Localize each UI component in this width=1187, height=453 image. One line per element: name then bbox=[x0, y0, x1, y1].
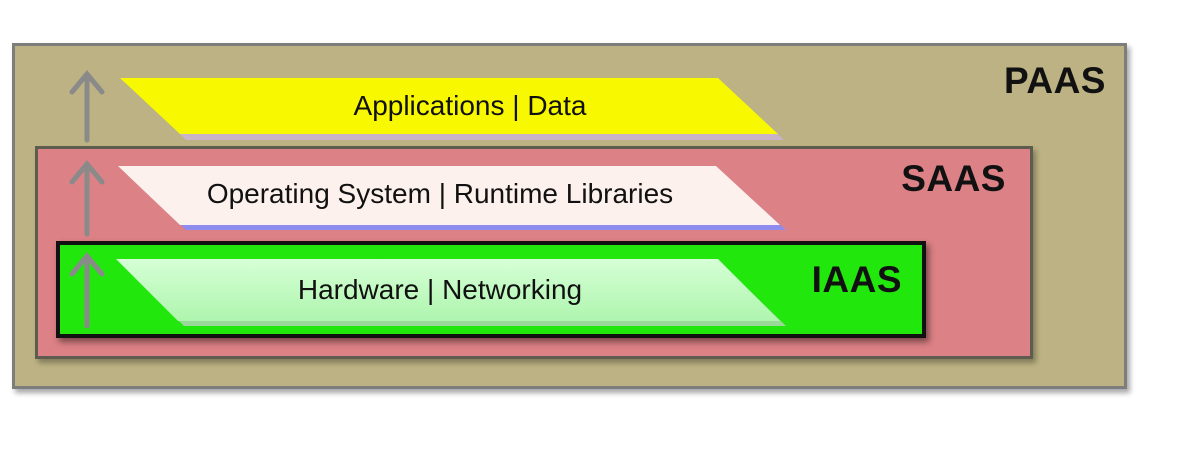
arrow-up-icon bbox=[69, 252, 105, 329]
iaas-label: IAAS bbox=[811, 259, 902, 300]
arrow-up-icon bbox=[69, 160, 105, 237]
arrow-up-icon bbox=[69, 70, 105, 143]
hardware-layer bbox=[116, 259, 780, 321]
applications-layer bbox=[120, 78, 778, 134]
saas-label: SAAS bbox=[901, 158, 1006, 199]
os-layer-label: Operating System | Runtime Libraries bbox=[206, 178, 674, 209]
os-layer bbox=[118, 166, 780, 225]
applications-layer-label: Applications | Data bbox=[353, 90, 587, 121]
paas-label: PAAS bbox=[1003, 60, 1106, 101]
hardware-layer-label: Hardware | Networking bbox=[297, 274, 583, 305]
